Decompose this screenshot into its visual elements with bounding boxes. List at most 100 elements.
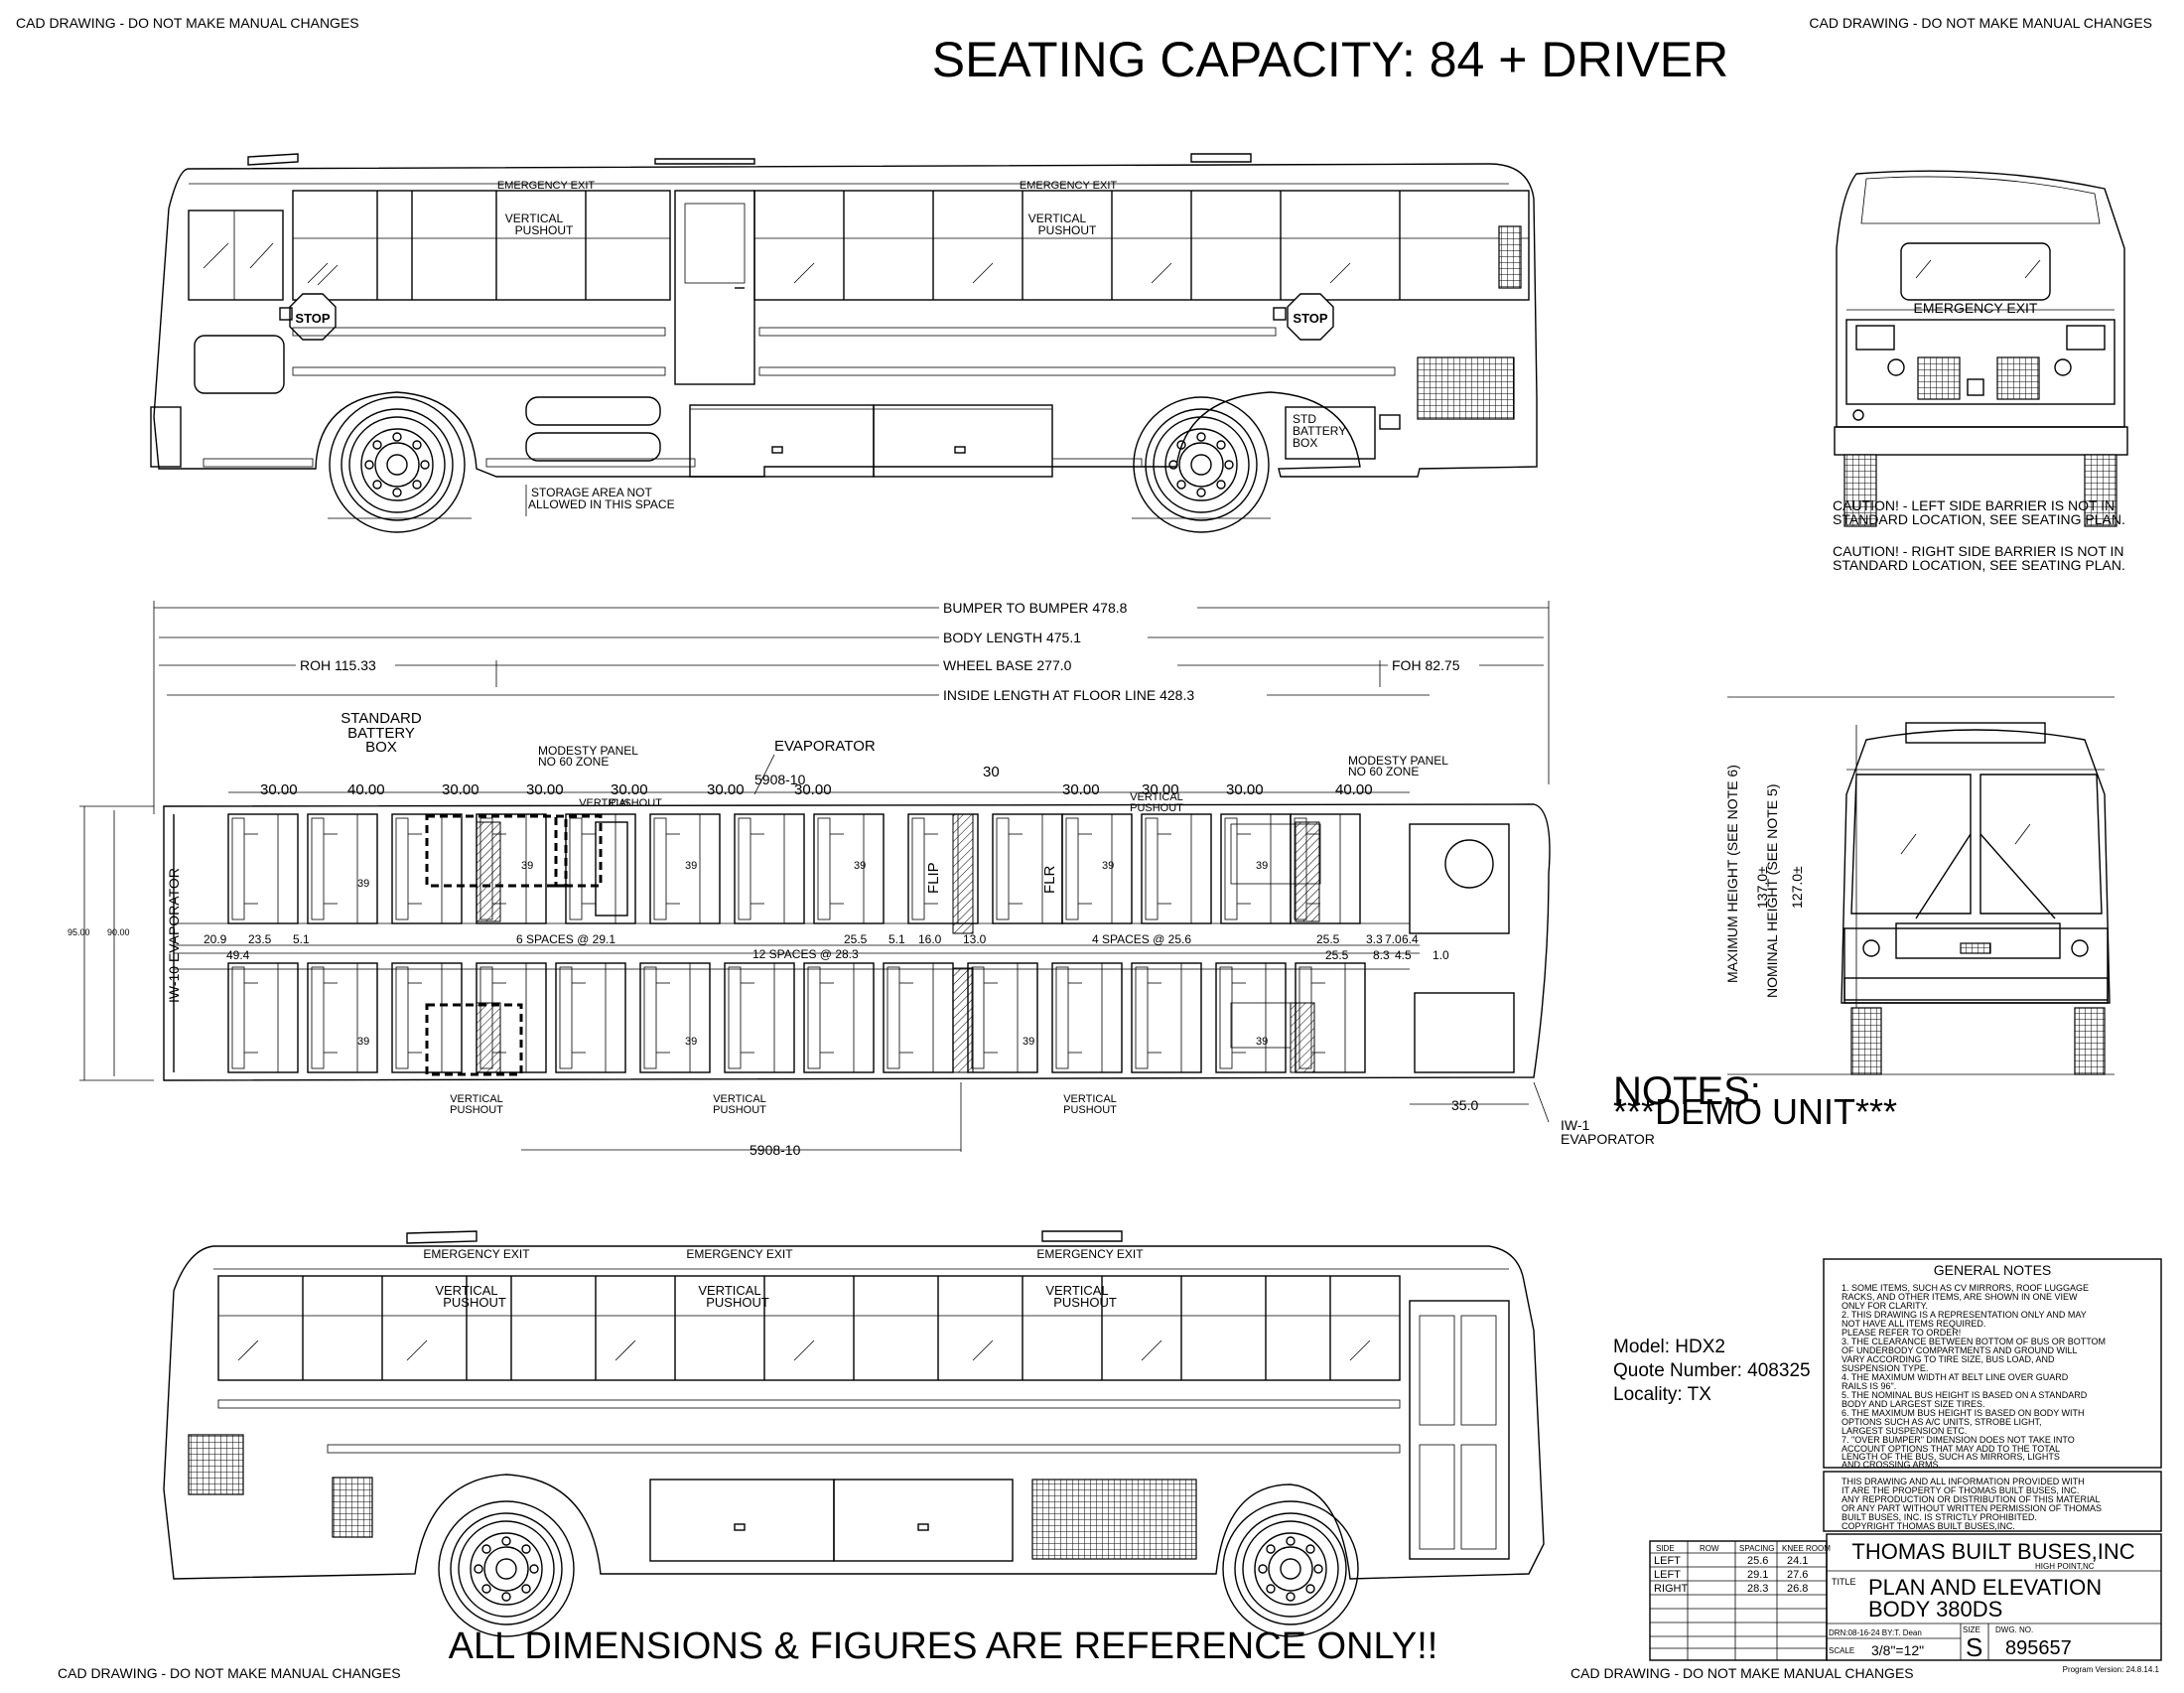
property-line: THIS DRAWING AND ALL INFORMATION PROVIDE… (1842, 1477, 2085, 1486)
company-name: THOMAS BUILT BUSES,INC (1851, 1539, 2134, 1564)
note-line: 5. THE NOMINAL BUS HEIGHT IS BASED ON A … (1842, 1390, 2088, 1400)
scale-label: SCALE (1829, 1646, 1854, 1655)
scale-value: 3/8"=12" (1871, 1642, 1924, 1658)
modesty-panel-label: NO 60 ZONE (1348, 765, 1419, 778)
flip-label: FLIP (925, 862, 942, 894)
battery-box-label: BATTERY (1293, 424, 1346, 438)
size-value: S (1966, 1632, 1982, 1662)
vertical-label: VERTICAL (713, 1093, 766, 1105)
table-cell: 29.1 (1747, 1569, 1768, 1581)
drawing-title: PLAN AND ELEVATION (1868, 1575, 2102, 1600)
reference-only-banner: ALL DIMENSIONS & FIGURES ARE REFERENCE O… (449, 1625, 1438, 1667)
seat-dim: 30.00 (260, 781, 298, 798)
note-line: 4. THE MAXIMUM WIDTH AT BELT LINE OVER G… (1842, 1372, 2069, 1382)
note-line: 2. THIS DRAWING IS A REPRESENTATION ONLY… (1842, 1310, 2087, 1320)
pushout-label: PUSHOUT (515, 223, 574, 237)
foh-dim: FOH 82.75 (1392, 657, 1460, 673)
iw1-label: IW-1 (1561, 1117, 1590, 1133)
mid-dim: 25.5 (1316, 932, 1340, 946)
table-cell: LEFT (1654, 1555, 1681, 1567)
seat-dim: 30.00 (526, 781, 564, 798)
general-notes-box: GENERAL NOTES 1. SOME ITEMS, SUCH AS CV … (1823, 1258, 2162, 1532)
pushout-label: PUSHOUT (1063, 1104, 1117, 1116)
plan-outline (163, 803, 1551, 1081)
seat-dim: 40.00 (1335, 781, 1373, 798)
caution-left: STANDARD LOCATION, SEE SEATING PLAN. (1833, 511, 2125, 527)
note-line: NOT HAVE ALL ITEMS REQUIRED. (1842, 1319, 1985, 1329)
drawing-subtitle: BODY 380DS (1868, 1597, 2002, 1622)
note-line: ACCOUNT OPTIONS THAT MAY ADD TO THE TOTA… (1842, 1444, 2060, 1454)
bus-body-outline-top (153, 163, 1538, 478)
cad-notice-bottom-left: CAD DRAWING - DO NOT MAKE MANUAL CHANGES (58, 1665, 401, 1681)
nominal-height-label: NOMINAL HEIGHT (SEE NOTE 5) (1764, 784, 1780, 998)
roh-dim: ROH 115.33 (300, 657, 376, 673)
seat-number: 39 (1256, 860, 1268, 872)
company-location: HIGH POINT,NC (2035, 1562, 2095, 1571)
battery-box-label: BOX (1293, 436, 1317, 450)
note-line: AND CROSSING ARMS. (1842, 1460, 1941, 1470)
seat-dim: 30.00 (442, 781, 479, 798)
standard-battery-label: BOX (365, 739, 397, 756)
note-line: 3. THE CLEARANCE BETWEEN BOTTOM OF BUS O… (1842, 1337, 2106, 1346)
low-dim: 49.4 (226, 948, 250, 962)
vertical-label: VERTICAL (1130, 791, 1183, 803)
cad-notice-top-right: CAD DRAWING - DO NOT MAKE MANUAL CHANGES (1809, 15, 2152, 31)
dim-30: 30 (983, 764, 1000, 780)
mid-dim: 5.1 (888, 932, 905, 946)
storage-note: ALLOWED IN THIS SPACE (528, 497, 675, 511)
seats-right-row (227, 962, 1366, 1073)
inside-length-dim: INSIDE LENGTH AT FLOOR LINE 428.3 (943, 687, 1194, 703)
mid-dim: 25.5 (844, 932, 868, 946)
cad-notice-top-left: CAD DRAWING - DO NOT MAKE MANUAL CHANGES (16, 15, 359, 31)
pushout-label: PUSHOUT (443, 1295, 506, 1310)
property-line: ANY REPRODUCTION OR DISTRIBUTION OF THIS… (1842, 1494, 2101, 1504)
program-version: Program Version: 24.8.14.1 (2063, 1665, 2160, 1674)
property-line: COPYRIGHT THOMAS BUILT BUSES,INC. (1842, 1521, 2015, 1531)
mid-dim: 16.0 (918, 932, 942, 946)
low-dim: 4.5 (1395, 948, 1412, 962)
table-cell: 26.8 (1787, 1583, 1808, 1595)
table-cell: RIGHT (1654, 1583, 1689, 1595)
seat-number: 39 (357, 878, 369, 890)
vertical-label: VERTICAL (1063, 1093, 1117, 1105)
property-line: OR ANY PART WITHOUT WRITTEN PERMISSION O… (1842, 1503, 2102, 1513)
dim-35: 35.0 (1451, 1097, 1478, 1113)
vertical-label: VERTICAL (435, 1283, 497, 1298)
caution-right: CAUTION! - RIGHT SIDE BARRIER IS NOT IN (1833, 543, 2124, 559)
mid-dim: 3.3 (1366, 932, 1383, 946)
note-line: OF UNDERBODY COMPARTMENTS AND GROUND WIL… (1842, 1345, 2078, 1355)
note-line: LARGEST SUSPENSION ETC. (1842, 1426, 1967, 1436)
width-dim: 90.00 (107, 927, 130, 937)
note-line: ONLY FOR CLARITY. (1842, 1301, 1928, 1311)
max-height-label: MAXIMUM HEIGHT (SEE NOTE 6) (1724, 765, 1740, 983)
low-dim: 25.5 (1325, 948, 1349, 962)
pushout-label: PUSHOUT (706, 1295, 769, 1310)
pushout-label: PUSHOUT (1053, 1295, 1117, 1310)
pushout-label: PUSHOUT (713, 1104, 766, 1116)
stop-sign-icon: STOP (279, 293, 337, 341)
vertical-label: VERTICAL (579, 797, 632, 809)
dwg-number: 895657 (2005, 1637, 2072, 1659)
note-line: RAILS IS 96". (1842, 1381, 1896, 1391)
vertical-label: VERTICAL (505, 212, 564, 225)
notes-title: NOTES: (1613, 1069, 1761, 1113)
dim-5908-bottom: 5908-10 (750, 1142, 801, 1158)
vertical-label: VERTICAL (1045, 1283, 1108, 1298)
svg-text:STOP: STOP (295, 311, 330, 326)
mid-dim: 5.1 (293, 932, 310, 946)
pushout-label: PUSHOUT (450, 1104, 503, 1116)
rear-emergency-exit-label: EMERGENCY EXIT (1914, 300, 2038, 316)
seat-dim: 30.00 (1062, 781, 1100, 798)
pushout-label: PUSHOUT (609, 797, 662, 809)
note-line: OPTIONS SUCH AS A/C UNITS, STROBE LIGHT, (1842, 1417, 2042, 1427)
storage-note: STORAGE AREA NOT (531, 486, 652, 499)
low-dim: 8.3 (1373, 948, 1390, 962)
demo-unit-label: ***DEMO UNIT*** (1613, 1091, 1897, 1132)
center-door (674, 190, 755, 385)
note-line: 6. THE MAXIMUM BUS HEIGHT IS BASED ON BO… (1842, 1408, 2085, 1418)
table-header: KNEE ROOM (1782, 1544, 1831, 1553)
caution-right: STANDARD LOCATION, SEE SEATING PLAN. (1833, 557, 2125, 573)
seat-number: 39 (1102, 860, 1114, 872)
wheel-icon (1222, 1500, 1359, 1637)
